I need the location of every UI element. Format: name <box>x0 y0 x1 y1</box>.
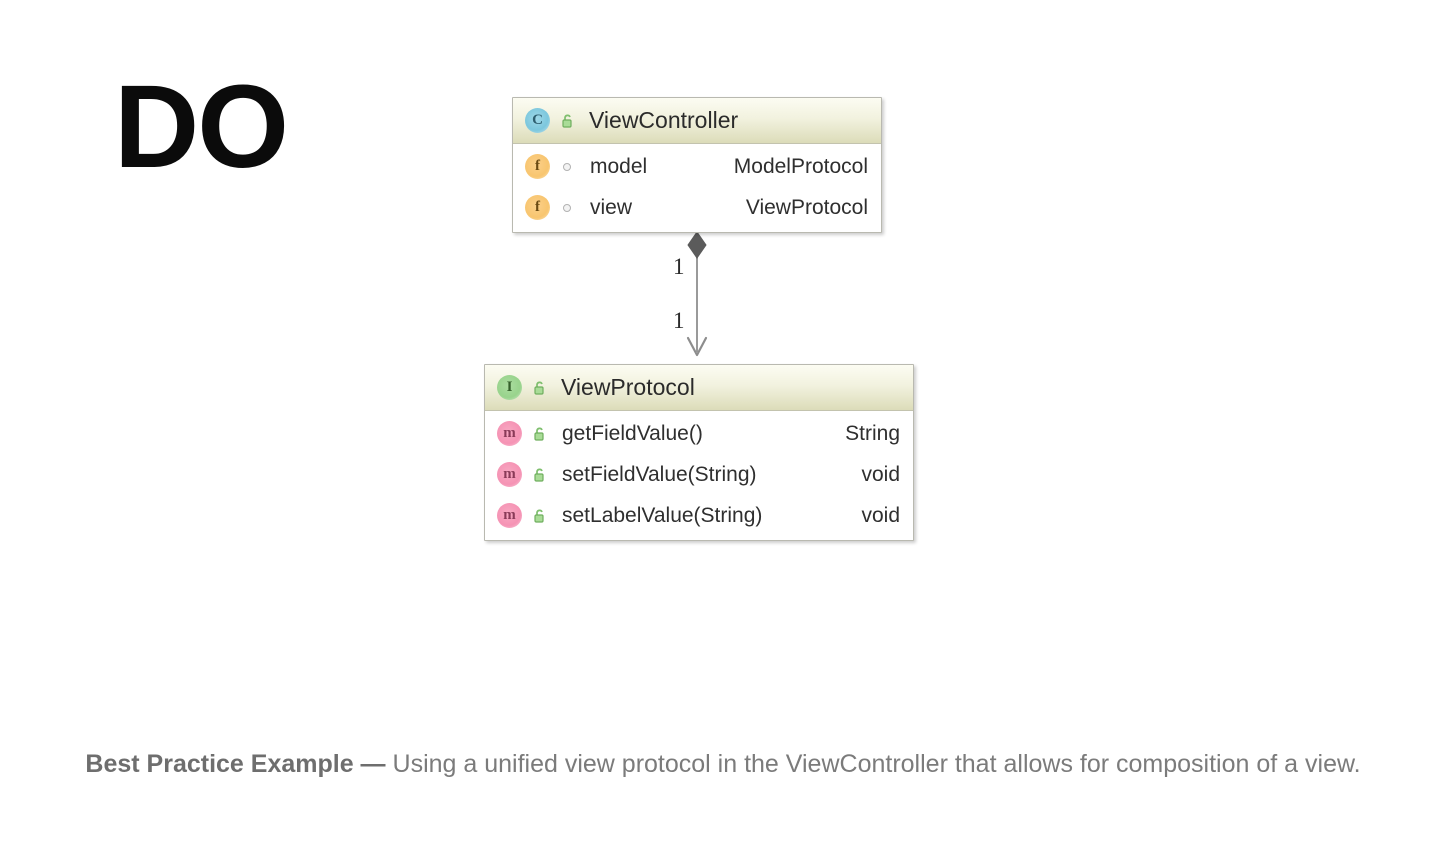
green-padlock-icon <box>530 425 548 443</box>
field-badge-icon: f <box>525 154 550 179</box>
member-type-label: ViewProtocol <box>745 195 868 219</box>
member-row[interactable]: f model ModelProtocol <box>513 146 881 187</box>
class-members: f model ModelProtocol f view ViewProtoco… <box>513 144 881 232</box>
uml-class-view-controller[interactable]: C ViewController f model ModelProtocol f <box>512 97 882 233</box>
green-padlock-icon <box>558 112 576 130</box>
member-type-label: void <box>861 503 900 527</box>
source-multiplicity-label: 1 <box>673 254 685 279</box>
green-padlock-icon <box>530 466 548 484</box>
member-row[interactable]: m setFieldValue(String) void <box>485 454 913 495</box>
grey-circle-icon <box>558 199 576 217</box>
caption-body: Using a unified view protocol in the Vie… <box>385 750 1361 778</box>
member-type-label: ModelProtocol <box>733 154 868 178</box>
class-header: I ViewProtocol <box>485 365 913 411</box>
field-badge-icon: f <box>525 195 550 220</box>
method-badge-icon: m <box>497 503 522 528</box>
member-type-label: String <box>845 421 900 445</box>
class-header: C ViewController <box>513 98 881 144</box>
grey-circle-icon <box>558 158 576 176</box>
uml-class-diagram: 1 1 C ViewController f model ModelProtoc… <box>484 97 914 541</box>
member-name-label: setFieldValue(String) <box>562 462 757 486</box>
member-type-label: void <box>861 462 900 486</box>
class-name-label: ViewProtocol <box>561 374 695 400</box>
interface-badge-icon: I <box>497 375 522 400</box>
class-members: m getFieldValue() String m <box>485 411 913 540</box>
green-padlock-icon <box>530 507 548 525</box>
member-name-label: setLabelValue(String) <box>562 503 763 527</box>
target-multiplicity-label: 1 <box>673 308 685 333</box>
figure-caption: Best Practice Example — Using a unified … <box>48 744 1398 785</box>
green-padlock-icon <box>530 379 548 397</box>
uml-class-view-protocol[interactable]: I ViewProtocol m getFieldValue() <box>484 364 914 541</box>
member-name-label: model <box>590 154 648 178</box>
member-row[interactable]: m setLabelValue(String) void <box>485 495 913 536</box>
method-badge-icon: m <box>497 462 522 487</box>
class-name-label: ViewController <box>589 107 739 133</box>
method-badge-icon: m <box>497 421 522 446</box>
member-row[interactable]: m getFieldValue() String <box>485 413 913 454</box>
member-row[interactable]: f view ViewProtocol <box>513 187 881 228</box>
member-name-label: view <box>590 195 633 219</box>
class-badge-icon: C <box>525 108 550 133</box>
page-title: DO <box>114 61 289 193</box>
member-name-label: getFieldValue() <box>562 421 703 445</box>
filled-diamond-icon <box>687 231 707 259</box>
open-arrow-icon <box>686 336 708 357</box>
caption-lead: Best Practice Example — <box>85 750 386 778</box>
composition-connector <box>686 231 708 357</box>
